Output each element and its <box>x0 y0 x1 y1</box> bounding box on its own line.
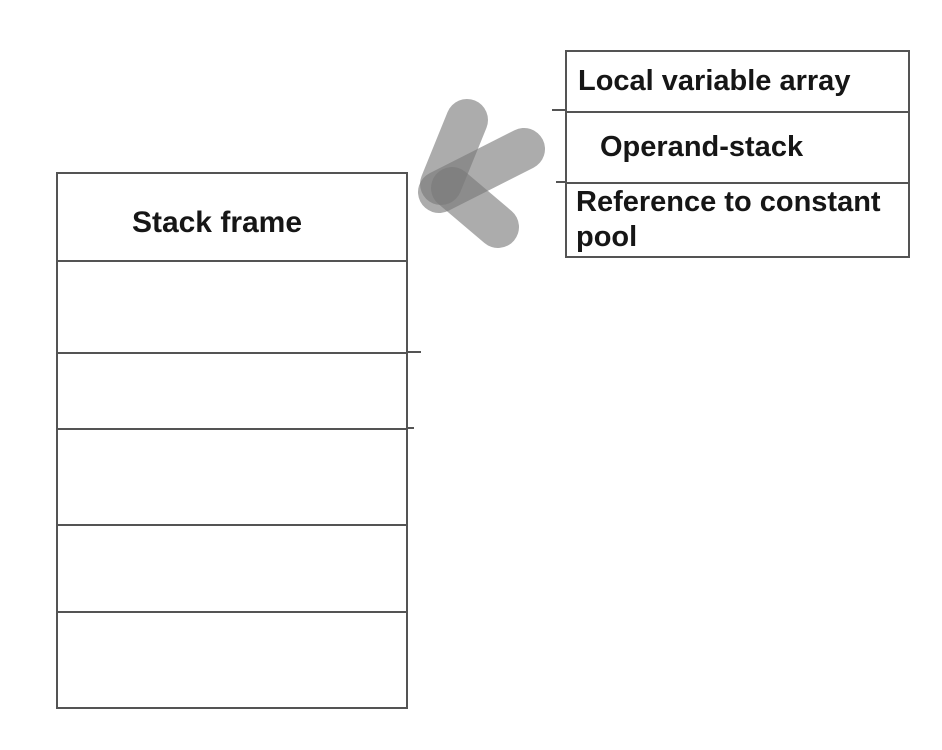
line-overshoot <box>556 181 565 183</box>
stack-frame-empty-row <box>58 352 406 428</box>
stack-frame-empty-row <box>58 428 406 524</box>
stack-frame-empty-row <box>58 524 406 611</box>
line-overshoot <box>408 427 414 429</box>
frame-contents-table: Local variable array Operand-stack Refer… <box>565 50 910 258</box>
stack-frame-table: Stack frame <box>56 172 408 709</box>
stack-frame-empty-row <box>58 611 406 707</box>
stack-frame-empty-row <box>58 260 406 352</box>
frame-contents-row-reference-constant-pool: Reference to constant pool <box>567 182 908 256</box>
brush-arrow-left-icon <box>418 99 545 248</box>
frame-contents-row-operand-stack: Operand-stack <box>567 111 908 182</box>
arrow-bottom-stroke <box>431 167 519 248</box>
frame-contents-row-local-variable-array: Local variable array <box>578 65 851 97</box>
line-overshoot <box>408 351 421 353</box>
stack-frame-title: Stack frame <box>131 206 303 239</box>
line-overshoot <box>552 109 565 111</box>
